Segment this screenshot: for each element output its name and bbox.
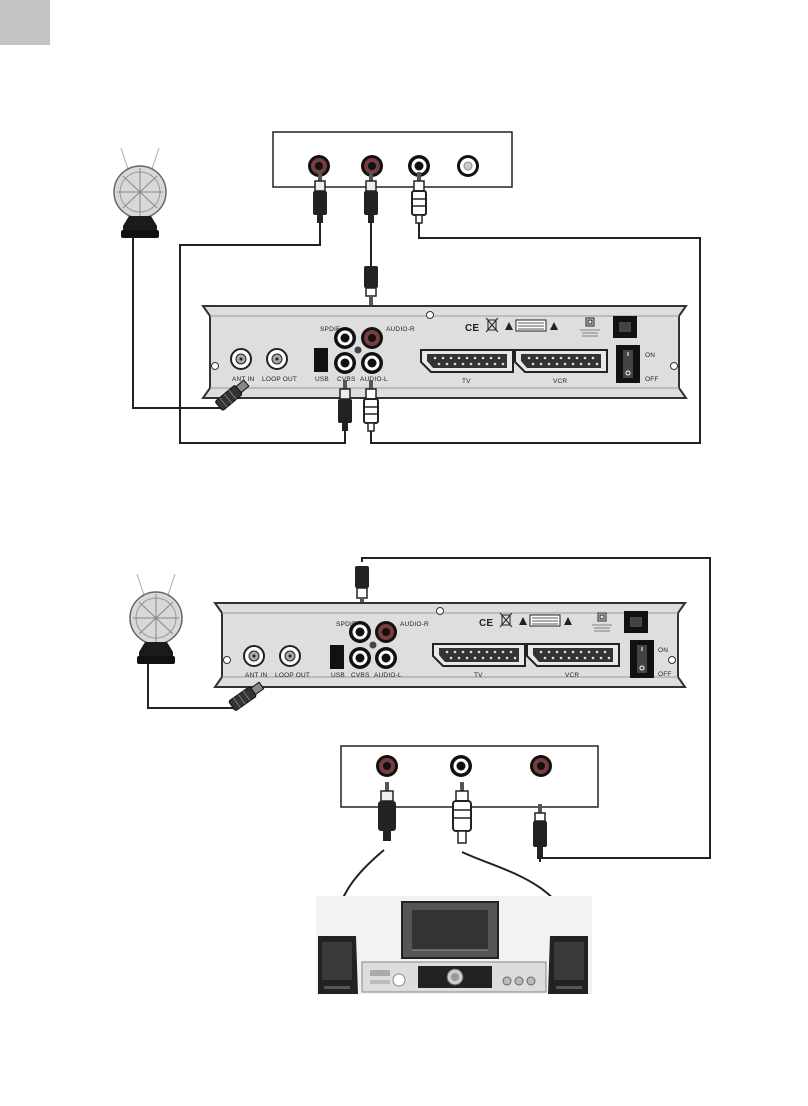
tv-scart-label-2: TV bbox=[474, 672, 483, 679]
diagram-tv-connection: ANT IN LOOP OUT USB SPDIF AUDIO-R CVBS A… bbox=[114, 132, 700, 443]
speaker-left-icon bbox=[318, 936, 358, 994]
spdif-label-2: SPDIF bbox=[336, 621, 356, 628]
ground-screw bbox=[355, 347, 362, 354]
ant-in-label-2: ANT IN bbox=[245, 672, 267, 679]
audio-r-label-2: AUDIO-R bbox=[400, 621, 429, 628]
diagram-hifi-connection: ANT IN LOOP OUT USB SPDIF AUDIO-R CVBS A… bbox=[130, 558, 710, 994]
audio-l-port bbox=[361, 352, 383, 374]
audio-l-port-2 bbox=[375, 647, 397, 669]
scart-tv-port bbox=[421, 350, 513, 372]
plug-receiver-top-icon bbox=[364, 266, 378, 306]
ce-mark: CE bbox=[465, 323, 479, 334]
audio-l-label-2: AUDIO-L bbox=[374, 672, 402, 679]
loop-out-port-2 bbox=[280, 646, 300, 666]
usb-port-2 bbox=[330, 645, 344, 669]
cvbs-label-2: CVBS bbox=[351, 672, 370, 679]
tv-input-panel bbox=[273, 132, 512, 187]
plug-amp-left-icon bbox=[378, 782, 396, 841]
on-label-2: ON bbox=[658, 647, 668, 654]
spdif-label: SPDIF bbox=[320, 326, 340, 333]
scart-vcr-port bbox=[515, 350, 607, 372]
scart-tv-port-2 bbox=[433, 644, 525, 666]
ant-in-port bbox=[231, 349, 251, 369]
ground-screw-2 bbox=[370, 642, 377, 649]
weee-bin-icon bbox=[486, 318, 498, 332]
usb-label-2: USB bbox=[331, 672, 345, 679]
receiver-back-panel-2: ANT IN LOOP OUT USB SPDIF AUDIO-R CVBS A… bbox=[215, 603, 685, 687]
loop-out-label: LOOP OUT bbox=[262, 376, 297, 383]
audio-r-port bbox=[361, 327, 383, 349]
weee-bin-icon-2 bbox=[500, 613, 512, 627]
off-label-2: OFF bbox=[658, 671, 672, 678]
speaker-right-icon bbox=[548, 936, 588, 994]
off-label: OFF bbox=[645, 376, 659, 383]
antenna-icon bbox=[114, 148, 166, 238]
loop-out-port bbox=[267, 349, 287, 369]
cvbs-port-2 bbox=[349, 647, 371, 669]
tv-scart-label: TV bbox=[462, 378, 471, 385]
plug-amp-right-icon bbox=[453, 782, 471, 843]
loop-out-label-2: LOOP OUT bbox=[275, 672, 310, 679]
receiver-back-panel: ANT IN LOOP OUT USB SPDIF AUDIO-R CVBS A… bbox=[203, 306, 686, 398]
vcr-scart-label: VCR bbox=[553, 378, 567, 385]
cvbs-port bbox=[334, 352, 356, 374]
plug-amp-digital-icon bbox=[533, 804, 547, 859]
usb-label: USB bbox=[315, 376, 329, 383]
ce-mark-2: CE bbox=[479, 618, 493, 629]
tv-jack-yellow-icon bbox=[457, 155, 479, 177]
audio-l-label: AUDIO-L bbox=[360, 376, 388, 383]
ant-in-port-2 bbox=[244, 646, 264, 666]
audio-r-port-2 bbox=[375, 621, 397, 643]
amp-jack-left-icon bbox=[376, 755, 398, 777]
audio-r-label: AUDIO-R bbox=[386, 326, 415, 333]
scart-vcr-port-2 bbox=[527, 644, 619, 666]
amp-jack-digital-icon bbox=[530, 755, 552, 777]
hifi-system-illustration bbox=[316, 896, 592, 994]
on-label: ON bbox=[645, 352, 655, 359]
usb-port bbox=[314, 348, 328, 372]
amp-jack-right-icon bbox=[450, 755, 472, 777]
vcr-scart-label-2: VCR bbox=[565, 672, 579, 679]
antenna-icon-2 bbox=[130, 574, 182, 664]
amplifier-input-panel bbox=[341, 746, 598, 807]
